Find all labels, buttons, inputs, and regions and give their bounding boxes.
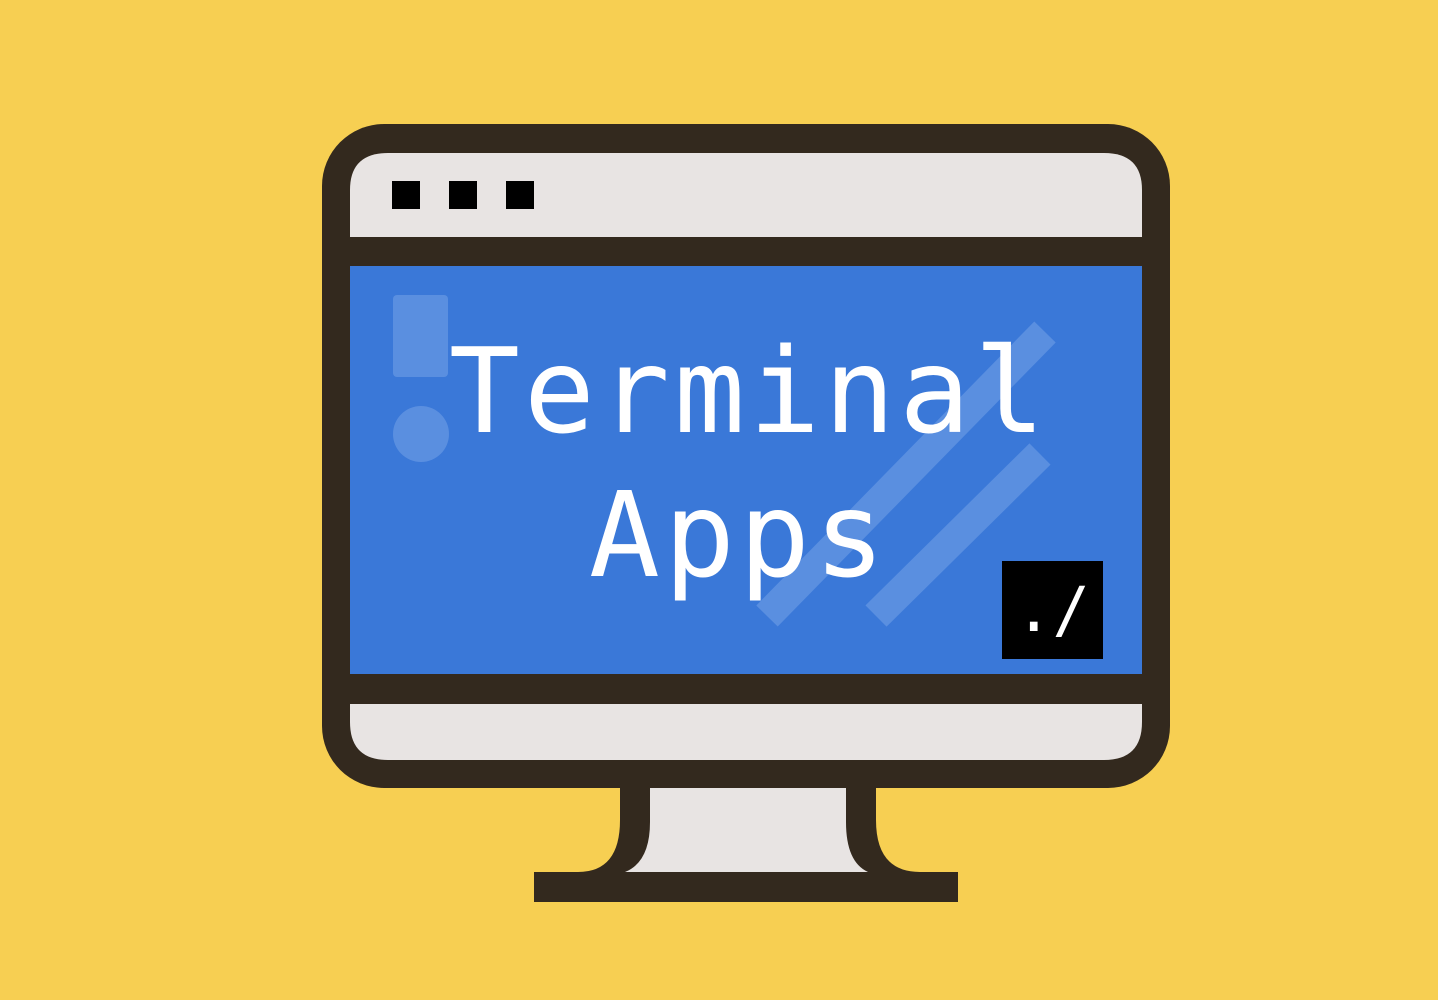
top-bezel (350, 153, 1142, 237)
title-line-apps: Apps (588, 466, 890, 604)
title-line-terminal: Terminal (448, 322, 1050, 460)
prompt-badge: ./ (1002, 561, 1103, 659)
exclamation-decor-icon (393, 295, 449, 462)
window-controls-icon (392, 181, 534, 209)
bottom-bezel (350, 704, 1142, 760)
monitor-stand (534, 770, 958, 902)
slash-decor-icon (756, 321, 1056, 627)
